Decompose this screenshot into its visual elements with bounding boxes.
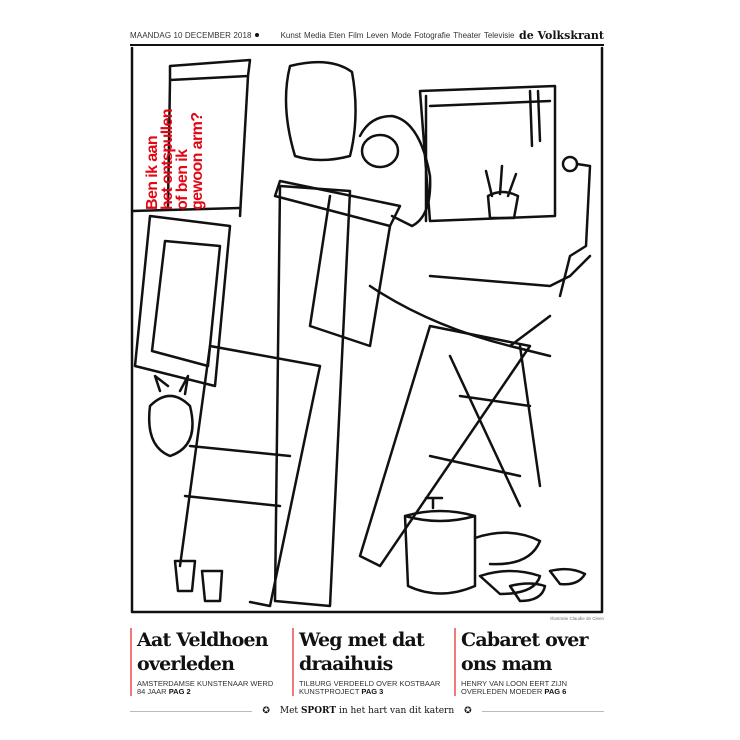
divider bbox=[481, 710, 605, 712]
headline-line: het ontspullen bbox=[159, 109, 176, 210]
story-title[interactable]: Aat Veldhoen overleden bbox=[137, 629, 269, 675]
subtitle-text: Tilburg verdeeld over kostbaar kunstproj… bbox=[299, 679, 441, 696]
nav-eten[interactable]: Eten bbox=[328, 30, 346, 40]
story-teaser[interactable]: Cabaret over ons mam Henry van Loon eert… bbox=[454, 628, 604, 696]
story-teaser[interactable]: Weg met dat draaihuis Tilburg verdeeld o… bbox=[292, 628, 442, 696]
story-subtitle: Henry van Loon eert zijn overleden moede… bbox=[461, 680, 604, 696]
banner-text[interactable]: Met SPORT in het hart van dit katern bbox=[280, 706, 454, 716]
story-teasers: Aat Veldhoen overleden Amsterdamse kunst… bbox=[130, 628, 604, 696]
football-icon: ✪ bbox=[262, 706, 270, 716]
page-ref: PAG 6 bbox=[544, 687, 567, 696]
banner-bold: SPORT bbox=[300, 706, 337, 716]
sport-banner: ✪ Met SPORT in het hart van dit katern ✪ bbox=[130, 706, 605, 716]
subtitle-text: Amsterdamse kunstenaar werd 84 jaar bbox=[137, 679, 274, 696]
story-teaser[interactable]: Aat Veldhoen overleden Amsterdamse kunst… bbox=[130, 628, 280, 696]
illustration-credit: Illustratie Claudie de Cleen bbox=[550, 616, 604, 621]
banner-post: in het hart van dit katern bbox=[338, 706, 455, 716]
nav-theater[interactable]: Theater bbox=[453, 30, 481, 40]
story-subtitle: Amsterdamse kunstenaar werd 84 jaar PAG … bbox=[137, 680, 280, 696]
bullet-icon bbox=[254, 33, 259, 37]
nav-mode[interactable]: Mode bbox=[391, 30, 412, 40]
masthead: MAANDAG 10 DECEMBER 2018 Kunst Media Ete… bbox=[130, 28, 604, 42]
headline-line: Ben ik aan bbox=[144, 135, 161, 210]
cover-illustration bbox=[130, 46, 604, 614]
story-title[interactable]: Cabaret over ons mam bbox=[461, 629, 589, 675]
story-title[interactable]: Weg met dat draaihuis bbox=[299, 629, 425, 675]
page-ref: PAG 2 bbox=[168, 687, 191, 696]
nav-televisie[interactable]: Televisie bbox=[483, 30, 515, 40]
date: MAANDAG 10 DECEMBER 2018 bbox=[130, 30, 252, 40]
section-nav: Kunst Media Eten Film Leven Mode Fotogra… bbox=[281, 31, 515, 40]
nav-fotografie[interactable]: Fotografie bbox=[414, 30, 451, 40]
divider bbox=[130, 710, 253, 712]
story-subtitle: Tilburg verdeeld over kostbaar kunstproj… bbox=[299, 680, 442, 696]
banner-pre: Met bbox=[279, 706, 299, 716]
headline-line: gewoon arm? bbox=[189, 112, 206, 210]
cover-headline[interactable]: Ben ik aan het ontspullen of ben ik gewo… bbox=[144, 109, 206, 210]
subtitle-text: Henry van Loon eert zijn overleden moede… bbox=[461, 679, 567, 696]
nav-film[interactable]: Film bbox=[348, 30, 364, 40]
football-icon: ✪ bbox=[464, 706, 472, 716]
headline-line: of ben ik bbox=[174, 149, 191, 210]
nav-kunst[interactable]: Kunst bbox=[280, 30, 302, 40]
nav-media[interactable]: Media bbox=[304, 30, 326, 40]
logo[interactable]: de Volkskrant bbox=[519, 28, 604, 42]
nav-leven[interactable]: Leven bbox=[366, 30, 389, 40]
masthead-rule bbox=[130, 44, 604, 46]
page-ref: PAG 3 bbox=[361, 687, 384, 696]
